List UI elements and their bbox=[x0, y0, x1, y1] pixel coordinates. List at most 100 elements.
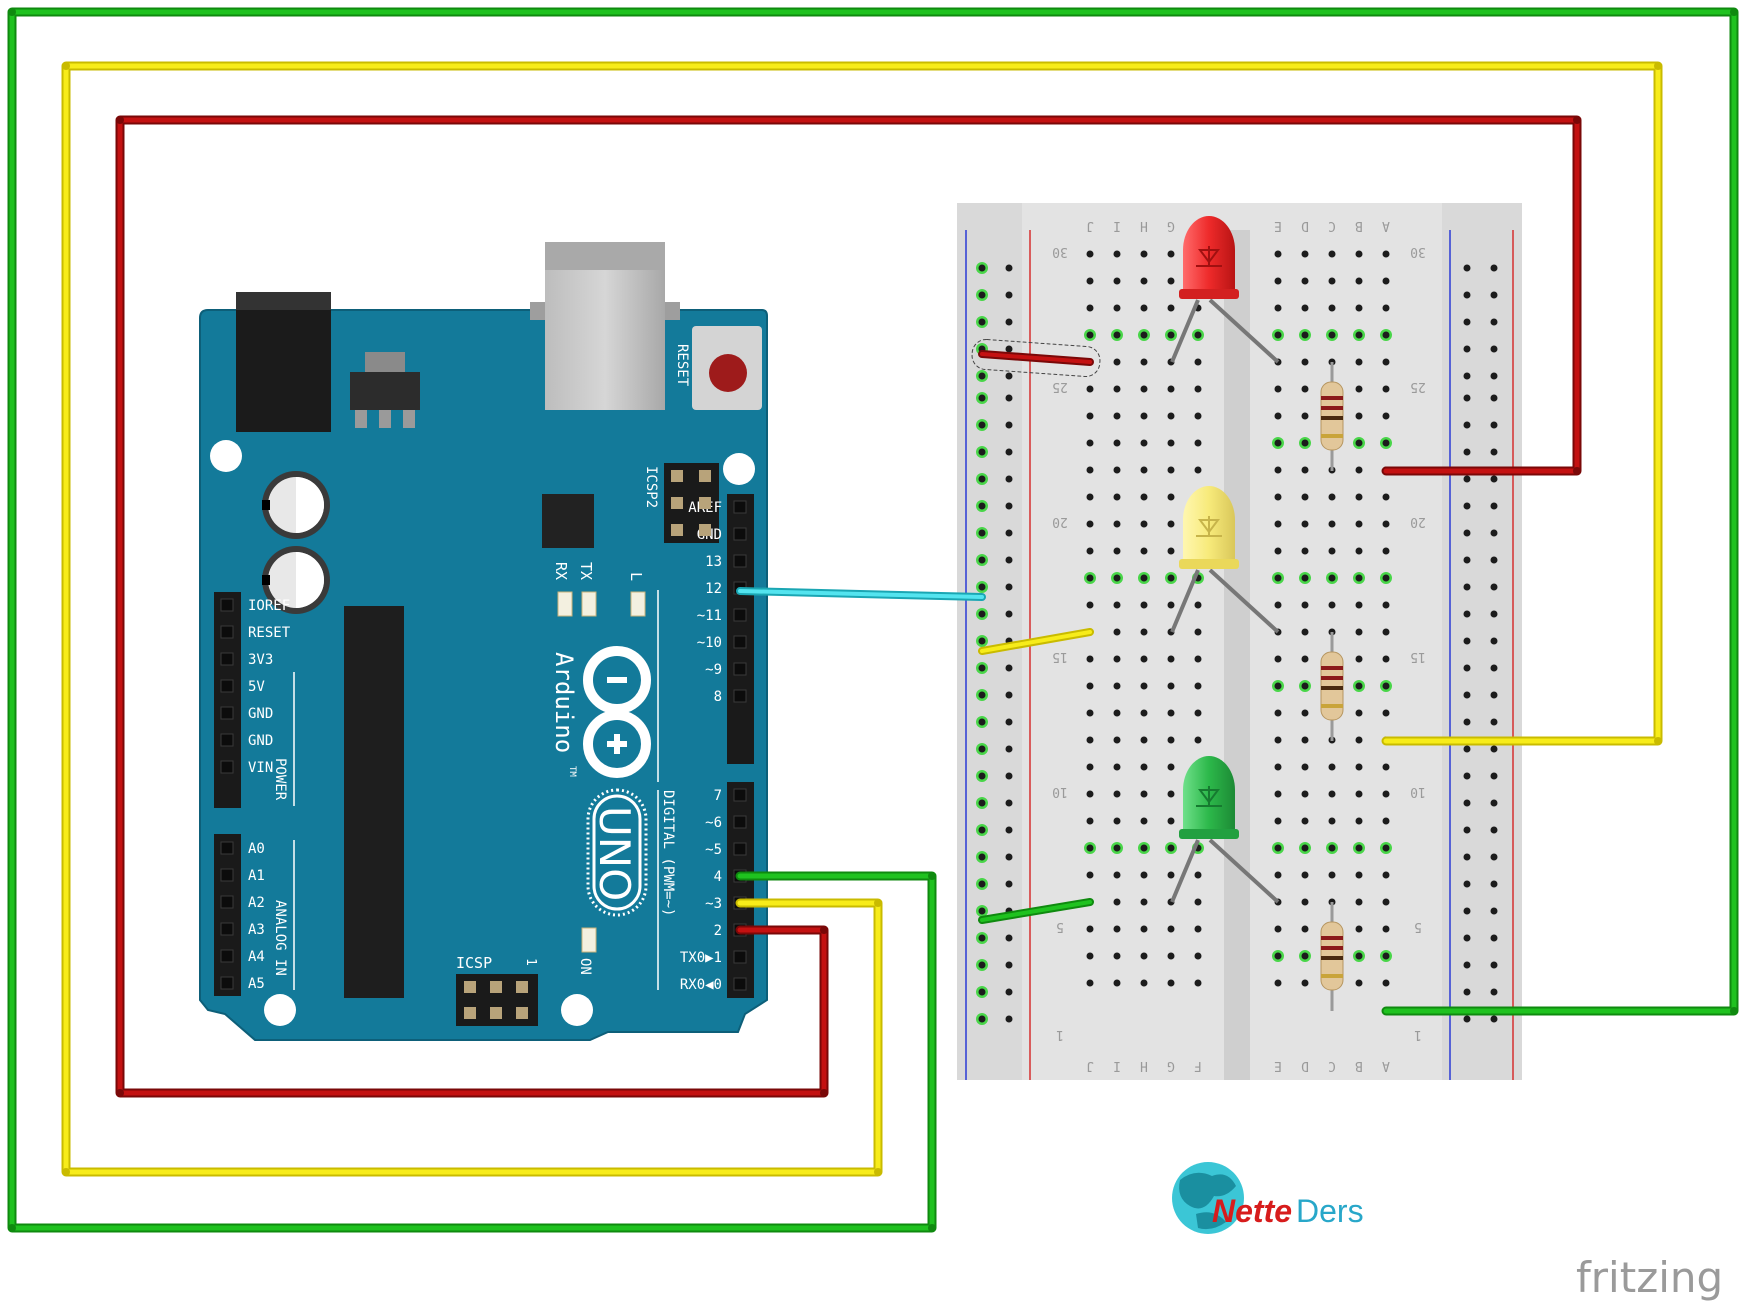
analog-pin-socket bbox=[220, 868, 234, 882]
breadboard-hole bbox=[1274, 952, 1282, 960]
rail-hole bbox=[1490, 345, 1498, 353]
column-letter: A bbox=[1382, 218, 1390, 233]
breadboard-hole bbox=[1113, 871, 1121, 879]
breadboard-hole bbox=[1140, 979, 1148, 987]
breadboard-hole bbox=[1194, 682, 1202, 690]
breadboard-hole bbox=[1140, 817, 1148, 825]
digital-pin-socket bbox=[733, 608, 747, 622]
breadboard-hole bbox=[1113, 655, 1121, 663]
rail-hole bbox=[1490, 372, 1498, 380]
breadboard-hole bbox=[1274, 331, 1282, 339]
rail-hole bbox=[1463, 880, 1471, 888]
breadboard-hole bbox=[1140, 655, 1148, 663]
breadboard-hole bbox=[1140, 520, 1148, 528]
breadboard-hole bbox=[1167, 979, 1175, 987]
rail-hole bbox=[1463, 583, 1471, 591]
digital-pin-label: ~6 bbox=[705, 815, 722, 831]
rail-hole bbox=[1463, 745, 1471, 753]
analog-pin-label: A1 bbox=[248, 868, 265, 884]
column-letter: I bbox=[1113, 1058, 1121, 1073]
breadboard-hole bbox=[1140, 466, 1148, 474]
analog-pin-label: A5 bbox=[248, 976, 265, 992]
breadboard-hole bbox=[1328, 520, 1336, 528]
breadboard-hole bbox=[1086, 736, 1094, 744]
rail-hole bbox=[1005, 664, 1013, 672]
rail-hole bbox=[1005, 448, 1013, 456]
power-pin-label: GND bbox=[248, 733, 273, 749]
breadboard-hole bbox=[1086, 574, 1094, 582]
breadboard-hole bbox=[1194, 709, 1202, 717]
digital-pin-socket bbox=[733, 554, 747, 568]
breadboard-hole bbox=[1301, 871, 1309, 879]
analog-pin-label: A2 bbox=[248, 895, 265, 911]
rail-hole bbox=[1005, 961, 1013, 969]
digital-pin-label: 8 bbox=[714, 689, 722, 705]
rail-hole bbox=[1490, 264, 1498, 272]
column-letter: H bbox=[1140, 218, 1148, 233]
breadboard-hole bbox=[1113, 547, 1121, 555]
breadboard-hole bbox=[1328, 277, 1336, 285]
row-number: 25 bbox=[1410, 379, 1426, 394]
column-letter: I bbox=[1113, 218, 1121, 233]
breadboard-hole bbox=[1167, 655, 1175, 663]
breadboard-hole bbox=[1086, 547, 1094, 555]
arduino-brand: Arduino bbox=[550, 652, 578, 753]
breadboard-hole bbox=[1140, 277, 1148, 285]
breadboard-hole bbox=[1194, 952, 1202, 960]
breadboard-hole bbox=[1382, 952, 1390, 960]
rail-hole bbox=[1463, 961, 1471, 969]
rail-hole bbox=[978, 291, 986, 299]
breadboard-hole bbox=[1274, 466, 1282, 474]
digital-pin-socket bbox=[733, 635, 747, 649]
breadboard-hole bbox=[1301, 331, 1309, 339]
resistor-middle bbox=[1320, 632, 1344, 741]
icsp-pin1-label: 1 bbox=[523, 958, 538, 966]
breadboard-hole bbox=[1140, 628, 1148, 636]
rail-hole bbox=[1490, 610, 1498, 618]
rail-hole bbox=[1463, 502, 1471, 510]
column-letter: F bbox=[1194, 1058, 1202, 1073]
breadboard-hole bbox=[1140, 763, 1148, 771]
breadboard-hole bbox=[1355, 655, 1363, 663]
breadboard-hole bbox=[1301, 601, 1309, 609]
breadboard-hole bbox=[1355, 574, 1363, 582]
breadboard-hole bbox=[1301, 790, 1309, 798]
breadboard-hole bbox=[1274, 520, 1282, 528]
analog-label: ANALOG IN bbox=[272, 900, 288, 976]
icsp2-pin bbox=[671, 524, 683, 536]
icsp-label: ICSP bbox=[456, 954, 492, 972]
breadboard-hole bbox=[1382, 898, 1390, 906]
column-letter: B bbox=[1355, 1058, 1363, 1073]
breadboard-hole bbox=[1167, 412, 1175, 420]
breadboard-hole bbox=[1355, 412, 1363, 420]
rail-hole bbox=[1463, 637, 1471, 645]
rail-hole bbox=[1005, 718, 1013, 726]
breadboard-hole bbox=[1301, 952, 1309, 960]
wire-ends bbox=[8, 8, 1738, 1232]
breadboard-hole bbox=[1167, 385, 1175, 393]
breadboard-hole bbox=[1274, 925, 1282, 933]
digital-pin-label: ~5 bbox=[705, 842, 722, 858]
rail-hole bbox=[1490, 907, 1498, 915]
rail-hole bbox=[1463, 988, 1471, 996]
breadboard-hole bbox=[1355, 304, 1363, 312]
breadboard-hole bbox=[1113, 601, 1121, 609]
column-letter: J bbox=[1086, 218, 1094, 233]
rail-hole bbox=[978, 988, 986, 996]
breadboard-hole bbox=[1194, 979, 1202, 987]
led-yellow bbox=[1170, 486, 1280, 634]
breadboard-hole bbox=[1328, 574, 1336, 582]
breadboard-hole bbox=[1086, 979, 1094, 987]
rx-led bbox=[557, 591, 573, 617]
column-letter: C bbox=[1328, 1058, 1336, 1073]
breadboard-hole bbox=[1274, 763, 1282, 771]
rail-hole bbox=[1490, 421, 1498, 429]
tx-label: TX bbox=[577, 562, 595, 580]
breadboard-hole bbox=[1167, 925, 1175, 933]
rail-hole bbox=[978, 318, 986, 326]
breadboard-hole bbox=[1301, 277, 1309, 285]
power-pin-socket bbox=[220, 760, 234, 774]
digital-pin-socket bbox=[733, 689, 747, 703]
breadboard-hole bbox=[1382, 979, 1390, 987]
breadboard-hole bbox=[1355, 871, 1363, 879]
